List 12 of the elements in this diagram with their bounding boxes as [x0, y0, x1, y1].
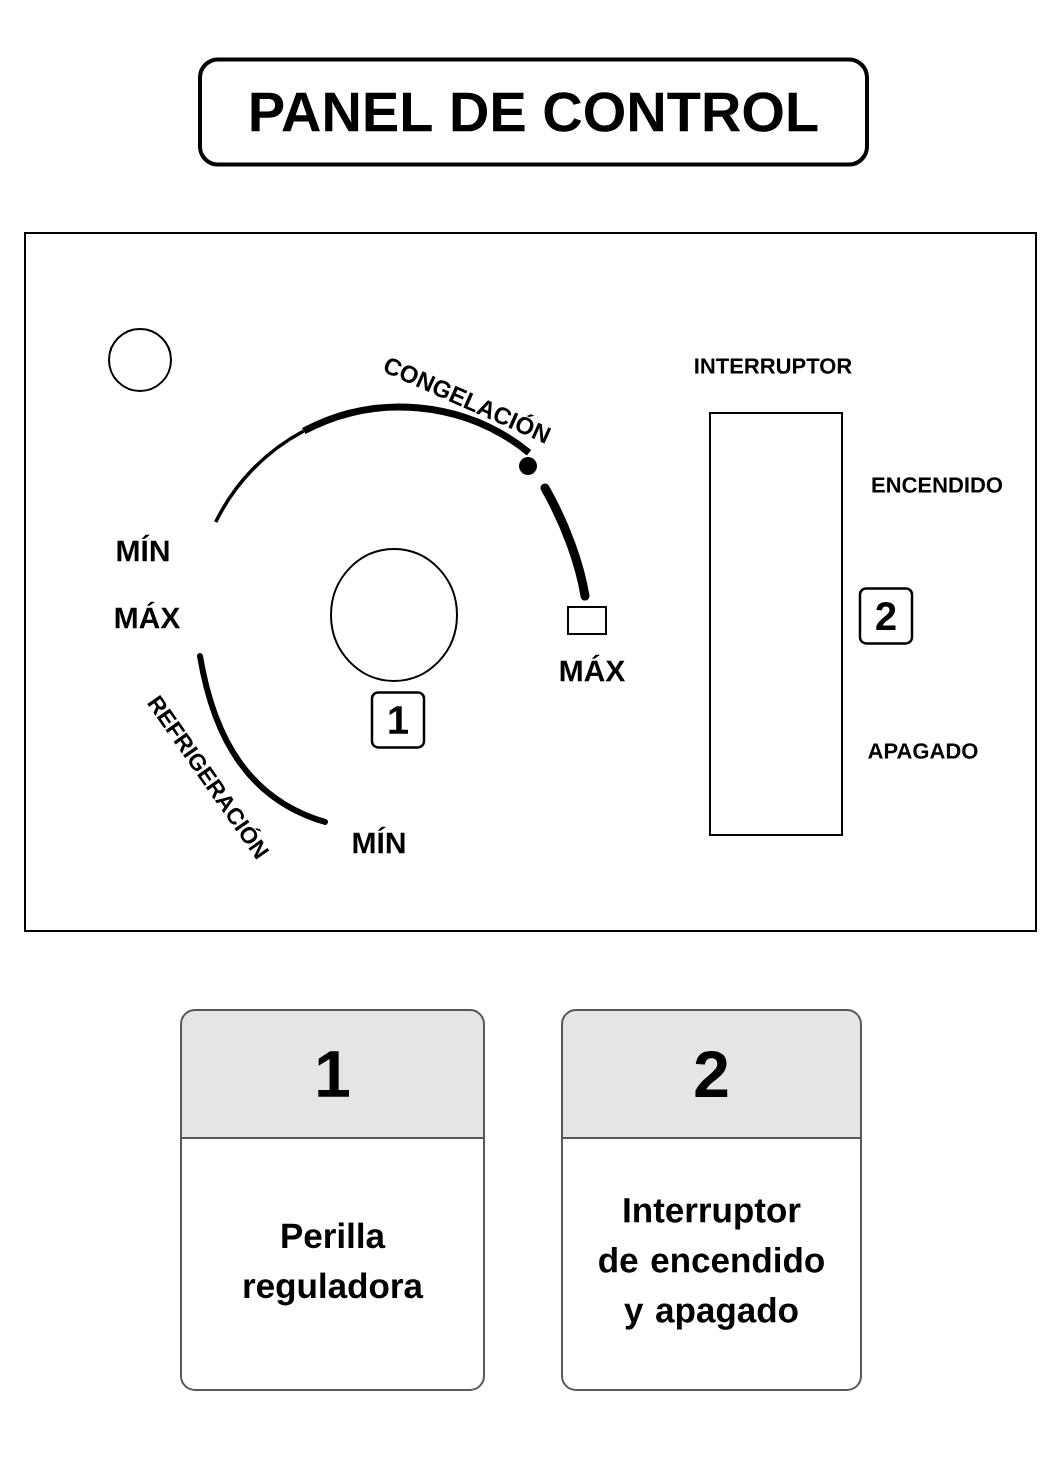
title-box: PANEL DE CONTROL: [198, 57, 869, 167]
panel-label: INTERRUPTOR: [695, 358, 852, 374]
key-card: 1 Perilla reguladora: [180, 1009, 485, 1391]
panel-label: MÍN: [353, 826, 405, 854]
panel-label: ENCENDIDO: [872, 477, 1003, 493]
panel-label: MÍN: [117, 534, 169, 562]
callout-number: 2: [858, 587, 914, 645]
callout-number: 1: [370, 691, 426, 749]
panel-label: MÁX: [115, 601, 181, 629]
key-card: 2 Interruptor de encendido y apagado: [561, 1009, 862, 1391]
panel-label: MÁX: [560, 654, 626, 682]
panel-label: APAGADO: [868, 743, 978, 759]
